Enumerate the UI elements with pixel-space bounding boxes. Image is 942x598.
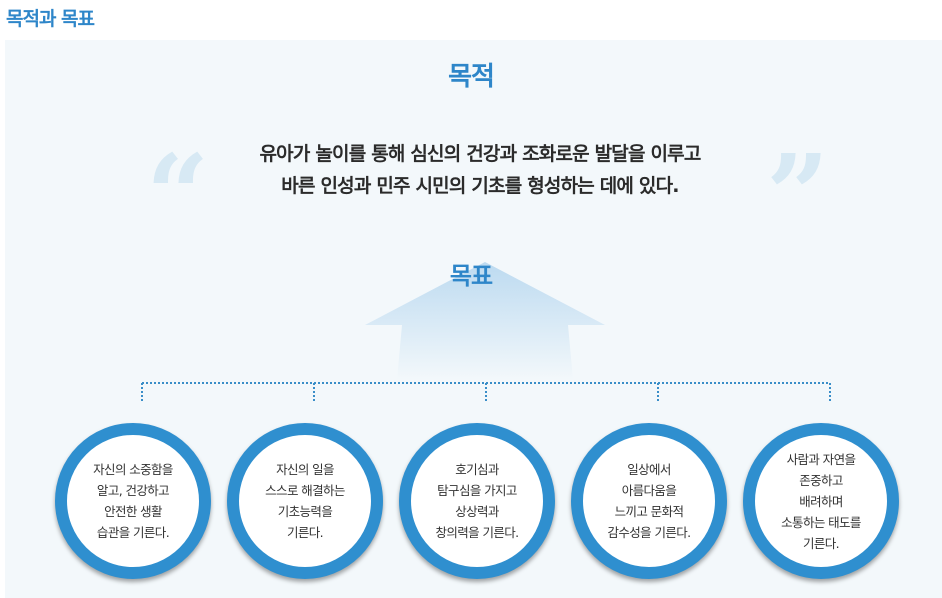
purpose-heading: 목적 (448, 62, 495, 92)
goal-item: 자신의 소중함을 알고, 건강하고 안전한 생활 습관을 기른다. (55, 423, 211, 579)
goal-item-text: 자신의 소중함을 알고, 건강하고 안전한 생활 습관을 기른다. (93, 462, 173, 540)
goal-item: 사람과 자연을 존중하고 배려하며 소통하는 태도를 기른다. (743, 423, 899, 579)
purpose-line: 유아가 놀이를 통해 심신의 건강과 조화로운 발달을 이루고 (259, 143, 701, 165)
section-title: 목적과 목표 (6, 8, 95, 30)
goal-item-text: 일상에서 아름다움을 느끼고 문화적 감수성을 기른다. (607, 462, 691, 540)
goal-item-text: 사람과 자연을 존중하고 배려하며 소통하는 태도를 기른다. (781, 451, 861, 551)
goal-item: 자신의 일을 스스로 해결하는 기초능력을 기른다. (227, 423, 383, 579)
open-quote-icon: “ (146, 130, 210, 259)
goal-item-text: 호기심과 탐구심을 가지고 상상력과 창의력을 기른다. (435, 462, 519, 540)
purpose-line: 바른 인성과 민주 시민의 기초를 형성하는 데에 있다. (281, 175, 679, 197)
goal-item-text: 자신의 일을 스스로 해결하는 기초능력을 기른다. (265, 462, 345, 540)
goal-item: 일상에서 아름다움을 느끼고 문화적 감수성을 기른다. (571, 423, 727, 579)
goal-item: 호기심과 탐구심을 가지고 상상력과 창의력을 기른다. (399, 423, 555, 579)
upward-arrow-icon (365, 262, 605, 380)
purpose-statement: 유아가 놀이를 통해 심신의 건강과 조화로운 발달을 이루고 바른 인성과 민… (150, 138, 810, 202)
close-quote-icon: ” (766, 130, 830, 259)
goal-heading: 목표 (449, 262, 493, 290)
